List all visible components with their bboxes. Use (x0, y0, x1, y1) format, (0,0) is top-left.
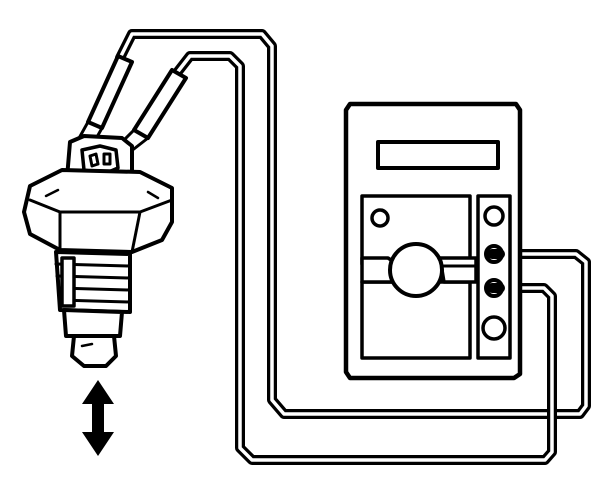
probe-right (116, 68, 188, 154)
double-headed-arrow-icon (82, 380, 114, 456)
selector-knob (388, 242, 444, 298)
jack-bottom (481, 315, 507, 341)
switch-plunger (62, 308, 124, 368)
probe-left (76, 54, 134, 148)
wire-inner (171, 51, 557, 465)
jack-top (483, 205, 505, 227)
test-wires (115, 29, 591, 465)
multimeter (343, 101, 523, 381)
switch-thread (54, 250, 132, 314)
pressure-switch (22, 134, 174, 368)
wire-outer (115, 29, 591, 419)
switch-hex-body (22, 168, 174, 254)
meter-display (376, 140, 500, 170)
jack-plugs (487, 249, 505, 293)
